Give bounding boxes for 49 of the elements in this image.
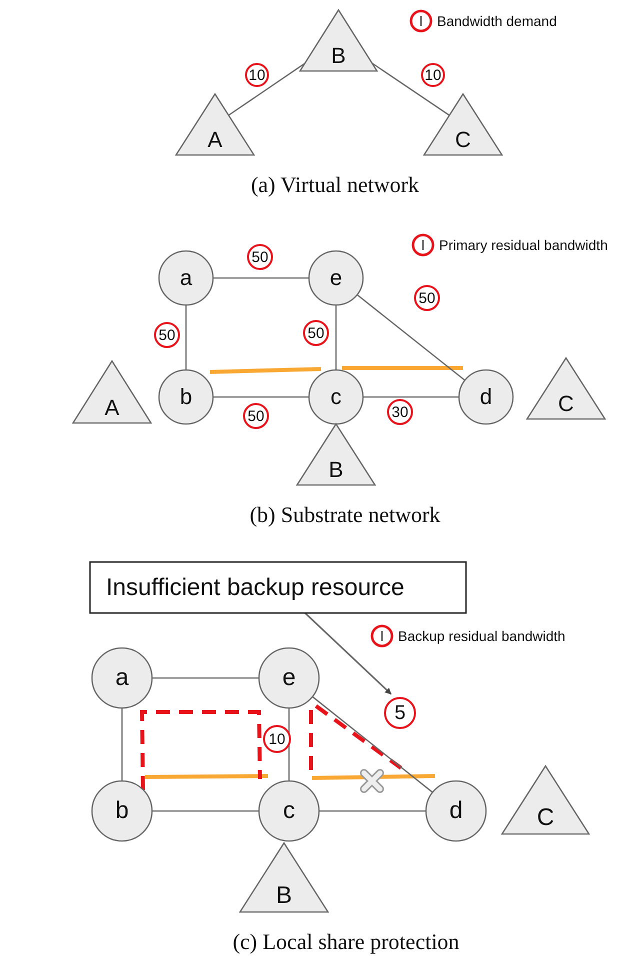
edge-label: 50 [154, 322, 180, 348]
substrate-node-circle: d [426, 781, 486, 841]
substrate-node-circle: a [159, 251, 213, 305]
link-line [356, 294, 466, 381]
figure-caption: (b) Substrate network [250, 502, 440, 528]
virtual-node-triangle: B [240, 843, 328, 912]
link-line [213, 396, 309, 398]
edge-label: 50 [303, 320, 329, 346]
link-line [152, 677, 259, 679]
edge-label: 10 [421, 63, 445, 87]
substrate-node-circle: b [159, 370, 213, 424]
virtual-node-triangle: C [502, 766, 589, 834]
edge-label: 10 [245, 63, 269, 87]
arrow [304, 612, 392, 695]
figure-caption: (c) Local share protection [232, 929, 460, 955]
virtual-node-triangle: A [73, 361, 151, 423]
virtual-node-triangle: B [300, 10, 377, 71]
link-line [335, 305, 337, 370]
substrate-node-circle: e [309, 251, 363, 305]
edge-label: 50 [247, 244, 273, 270]
edge-label: 50 [243, 403, 269, 429]
edge-label: 30 [387, 399, 413, 425]
legend-text: Primary residual bandwidth [439, 237, 608, 253]
virtual-node-triangle: A [176, 94, 254, 155]
substrate-node-circle: c [309, 370, 363, 424]
edge-label: 50 [414, 285, 440, 311]
link-line [152, 810, 259, 812]
link-line [319, 810, 426, 812]
link-line [228, 62, 306, 116]
substrate-node-circle: c [259, 781, 319, 841]
virtual-node-triangle: C [424, 94, 502, 155]
substrate-node-circle: e [259, 648, 319, 708]
virtual-node-triangle: C [527, 358, 605, 419]
legend-text: Bandwidth demand [437, 13, 557, 29]
legend-text: Backup residual bandwidth [398, 628, 566, 644]
substrate-node-circle: b [92, 781, 152, 841]
link-line [312, 696, 433, 793]
link-line [121, 708, 123, 781]
link-line [372, 62, 450, 116]
link-line [185, 305, 187, 370]
substrate-node-circle: d [459, 370, 513, 424]
virtual-node-triangle: B [297, 424, 375, 485]
callout-box: Insufficient backup resource [90, 562, 466, 613]
edge-label: 5 [384, 697, 416, 729]
link-line [213, 277, 309, 279]
link-line [363, 396, 459, 398]
figure-caption: (a) Virtual network [250, 172, 420, 198]
edge-label: 10 [263, 725, 291, 753]
substrate-node-circle: a [92, 648, 152, 708]
